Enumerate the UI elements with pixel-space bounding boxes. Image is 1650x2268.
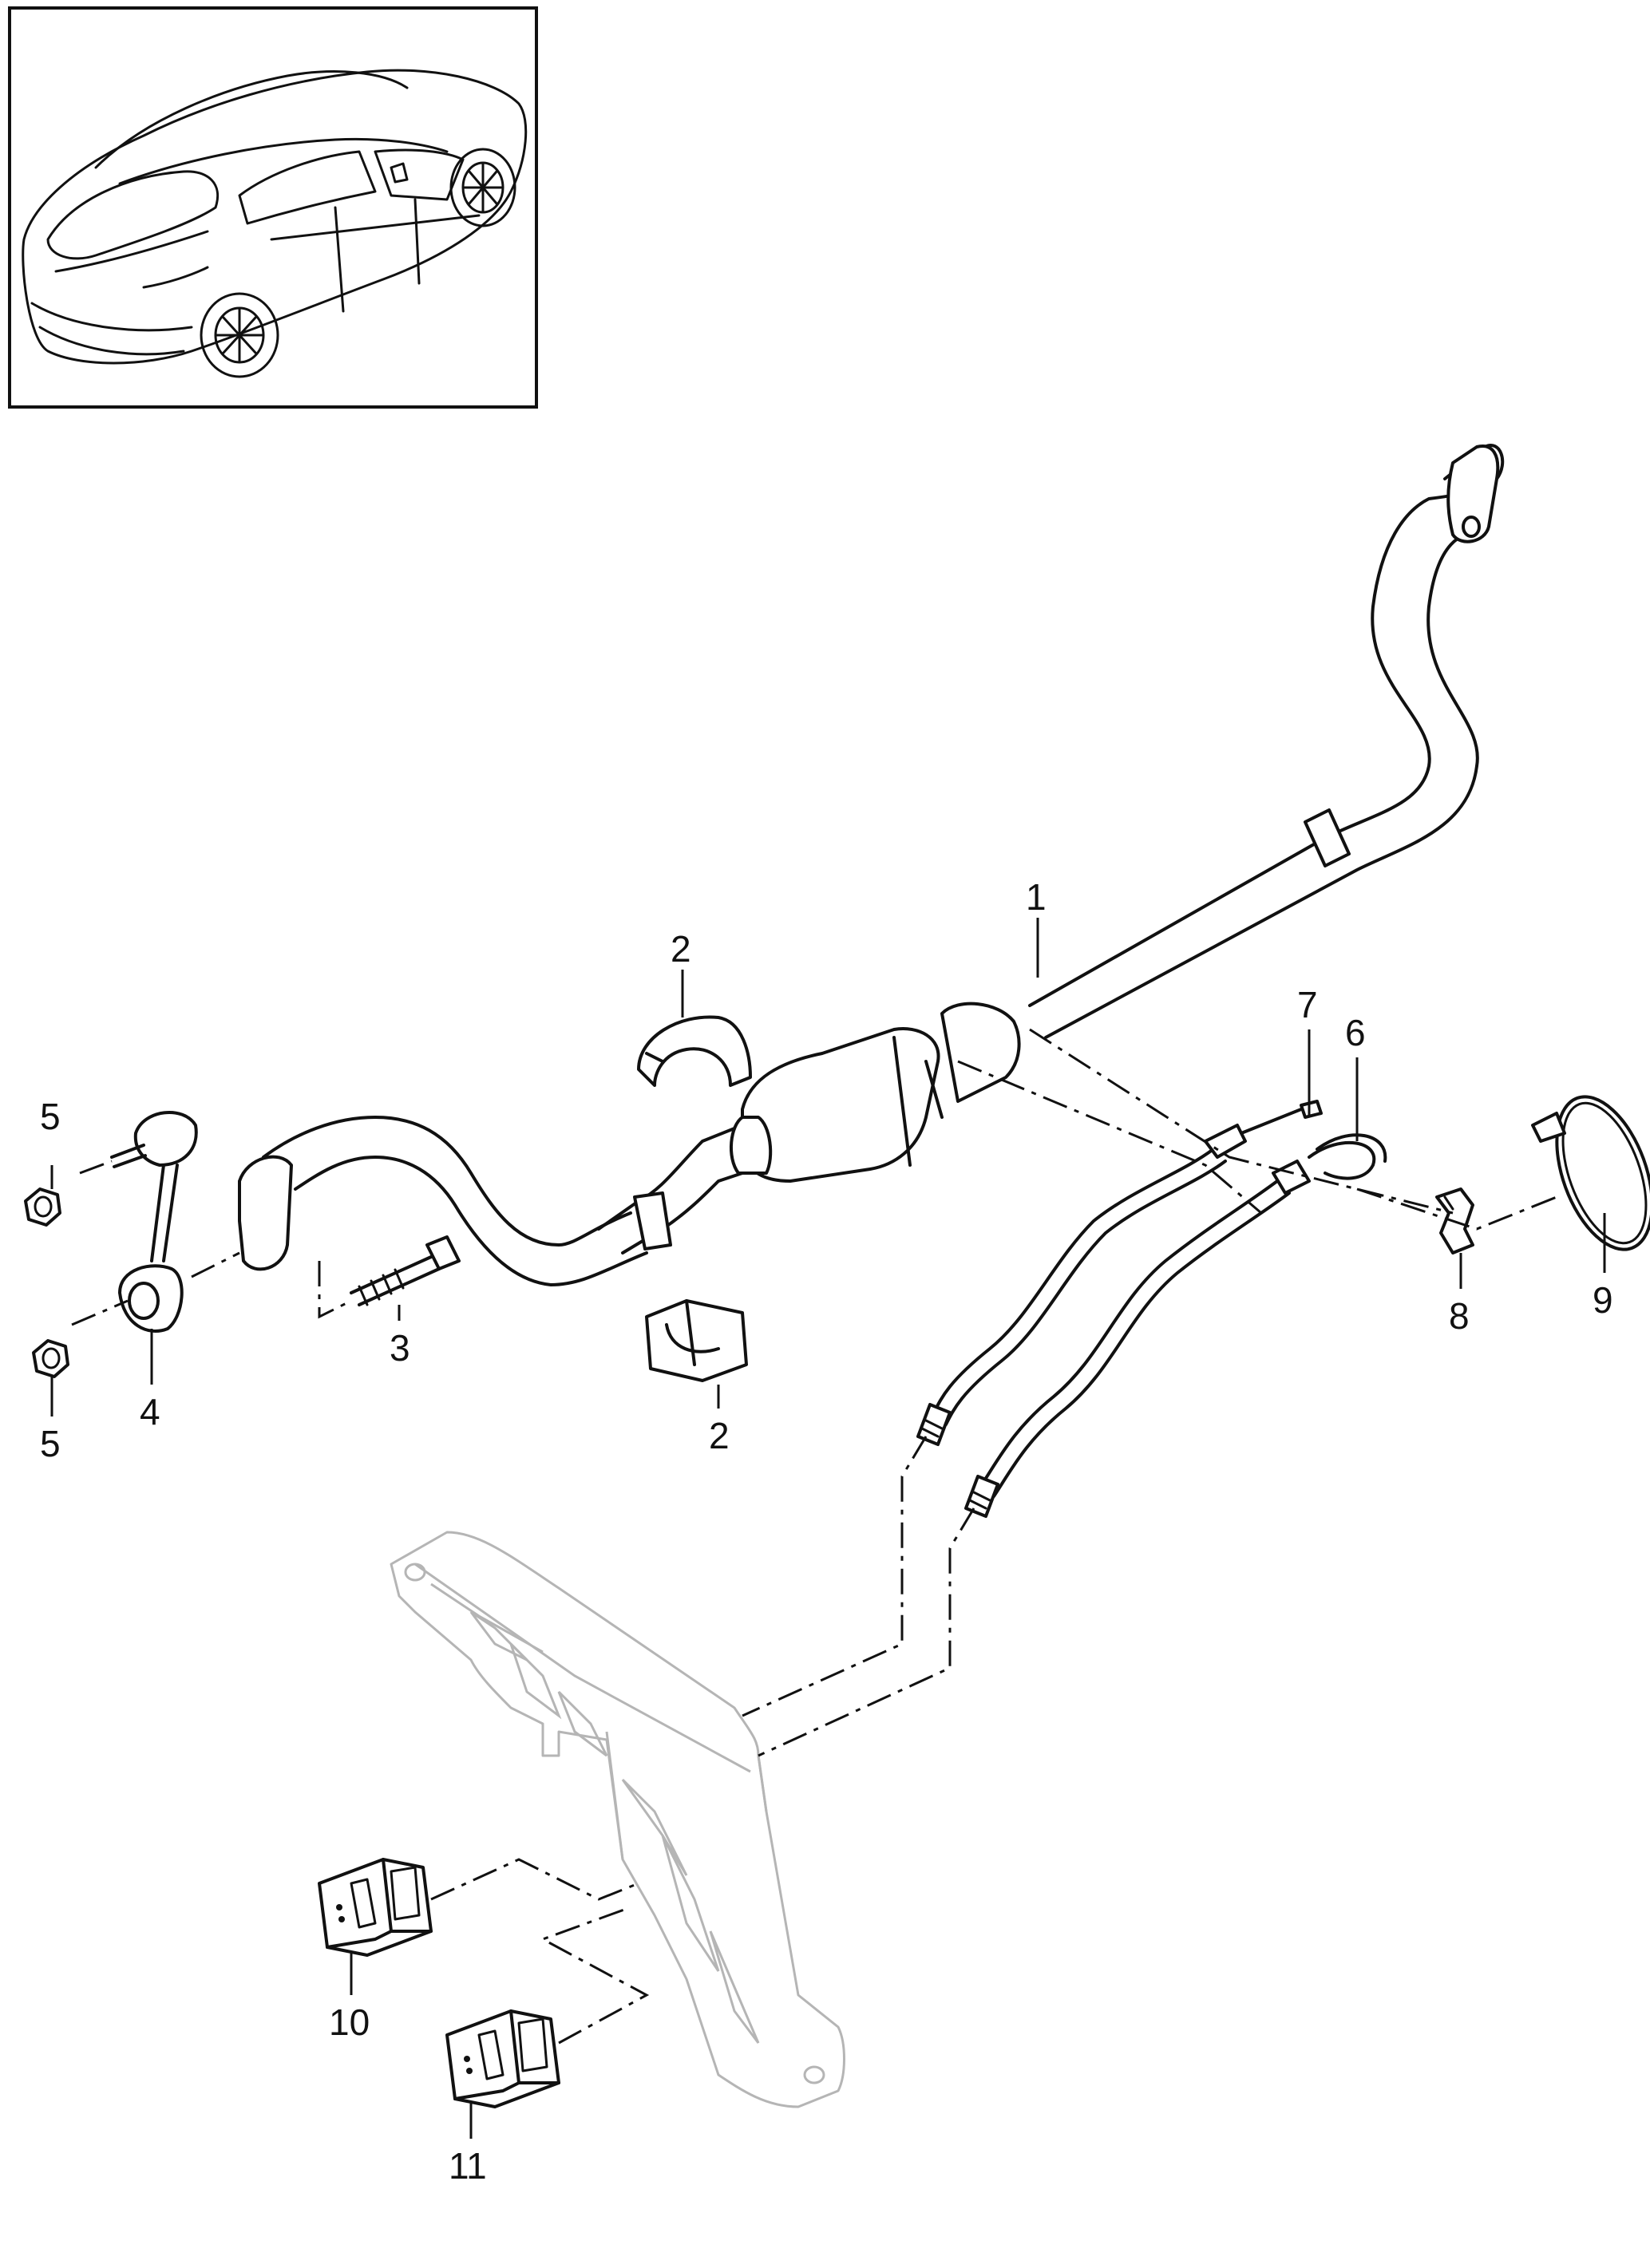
bolt xyxy=(350,1235,461,1306)
callout-11: 11 xyxy=(449,2145,487,2187)
callout-2-lower: 2 xyxy=(709,1415,730,1456)
callout-9: 9 xyxy=(1593,1279,1613,1321)
mounting-bush-10 xyxy=(318,1858,433,1957)
assembly-lines xyxy=(71,1028,1557,2045)
callout-leaders xyxy=(50,918,1606,2139)
hose-clamp xyxy=(1531,1095,1650,1251)
nut-lower xyxy=(32,1339,69,1378)
callout-1: 1 xyxy=(1026,876,1047,918)
callout-5-lower: 5 xyxy=(40,1423,61,1464)
nut-upper xyxy=(24,1187,61,1227)
stabilizer-bar xyxy=(238,444,1505,1286)
callout-8: 8 xyxy=(1449,1295,1470,1337)
callout-10: 10 xyxy=(329,2001,370,2043)
callout-7: 7 xyxy=(1297,984,1318,1025)
callout-labels: 1 2 2 3 4 5 5 6 7 8 9 10 11 xyxy=(40,876,1613,2187)
coupling-link xyxy=(110,1111,198,1333)
bushing-clamp-upper xyxy=(637,1015,752,1087)
sensor-cable-rear xyxy=(964,1133,1387,1518)
bushing-clamp-lower xyxy=(645,1299,748,1382)
callout-2-upper: 2 xyxy=(671,928,691,970)
callout-3: 3 xyxy=(390,1327,410,1369)
vehicle-thumbnail xyxy=(8,6,538,409)
callout-6: 6 xyxy=(1345,1012,1366,1053)
sensor-cable-front xyxy=(916,1100,1323,1446)
callout-4: 4 xyxy=(140,1391,160,1432)
callout-5-upper: 5 xyxy=(40,1096,61,1137)
subframe xyxy=(390,1531,845,2108)
mounting-bush-11 xyxy=(445,2009,560,2108)
